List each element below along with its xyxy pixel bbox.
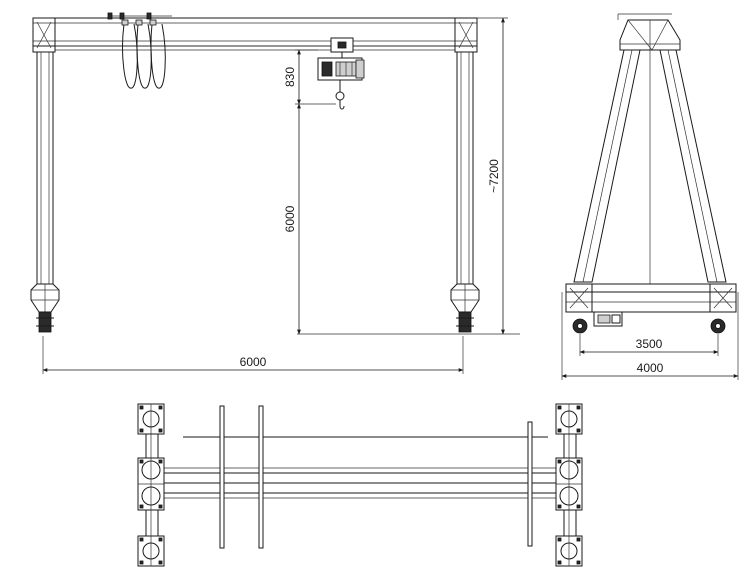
dim-total-height-label: ~7200 bbox=[487, 159, 501, 193]
dim-span: 6000 bbox=[42, 355, 464, 372]
front-left-leg bbox=[30, 51, 60, 333]
front-view: 830 6000 ~7200 6000 bbox=[30, 12, 520, 374]
side-a-frame-legs bbox=[573, 20, 727, 290]
cable-festoon bbox=[107, 12, 172, 89]
plan-view bbox=[137, 403, 583, 567]
dim-hook-offset-label: 830 bbox=[283, 67, 297, 87]
front-top-beam bbox=[32, 17, 478, 53]
front-right-leg bbox=[450, 51, 480, 333]
dim-lift-height-label: 6000 bbox=[283, 205, 297, 232]
dim-hook-offset: 830 bbox=[283, 49, 301, 105]
electric-hoist bbox=[317, 37, 365, 110]
dim-span-label: 6000 bbox=[240, 355, 267, 369]
plan-right-end-carriage bbox=[555, 403, 583, 567]
side-view: 3500 4000 bbox=[561, 13, 739, 380]
dim-overall-width: 4000 bbox=[561, 361, 739, 378]
dim-overall-width-label: 4000 bbox=[637, 361, 664, 375]
side-bottom-beam bbox=[565, 283, 737, 313]
side-top-head bbox=[617, 13, 681, 51]
plan-left-end-carriage bbox=[137, 403, 165, 567]
side-drive-motor bbox=[593, 311, 623, 327]
side-wheels bbox=[572, 318, 726, 334]
dim-wheel-base: 3500 bbox=[579, 337, 719, 354]
dim-total-height: ~7200 bbox=[487, 17, 505, 335]
dim-lift-height: 6000 bbox=[283, 103, 301, 335]
dim-wheel-base-label: 3500 bbox=[636, 337, 663, 351]
